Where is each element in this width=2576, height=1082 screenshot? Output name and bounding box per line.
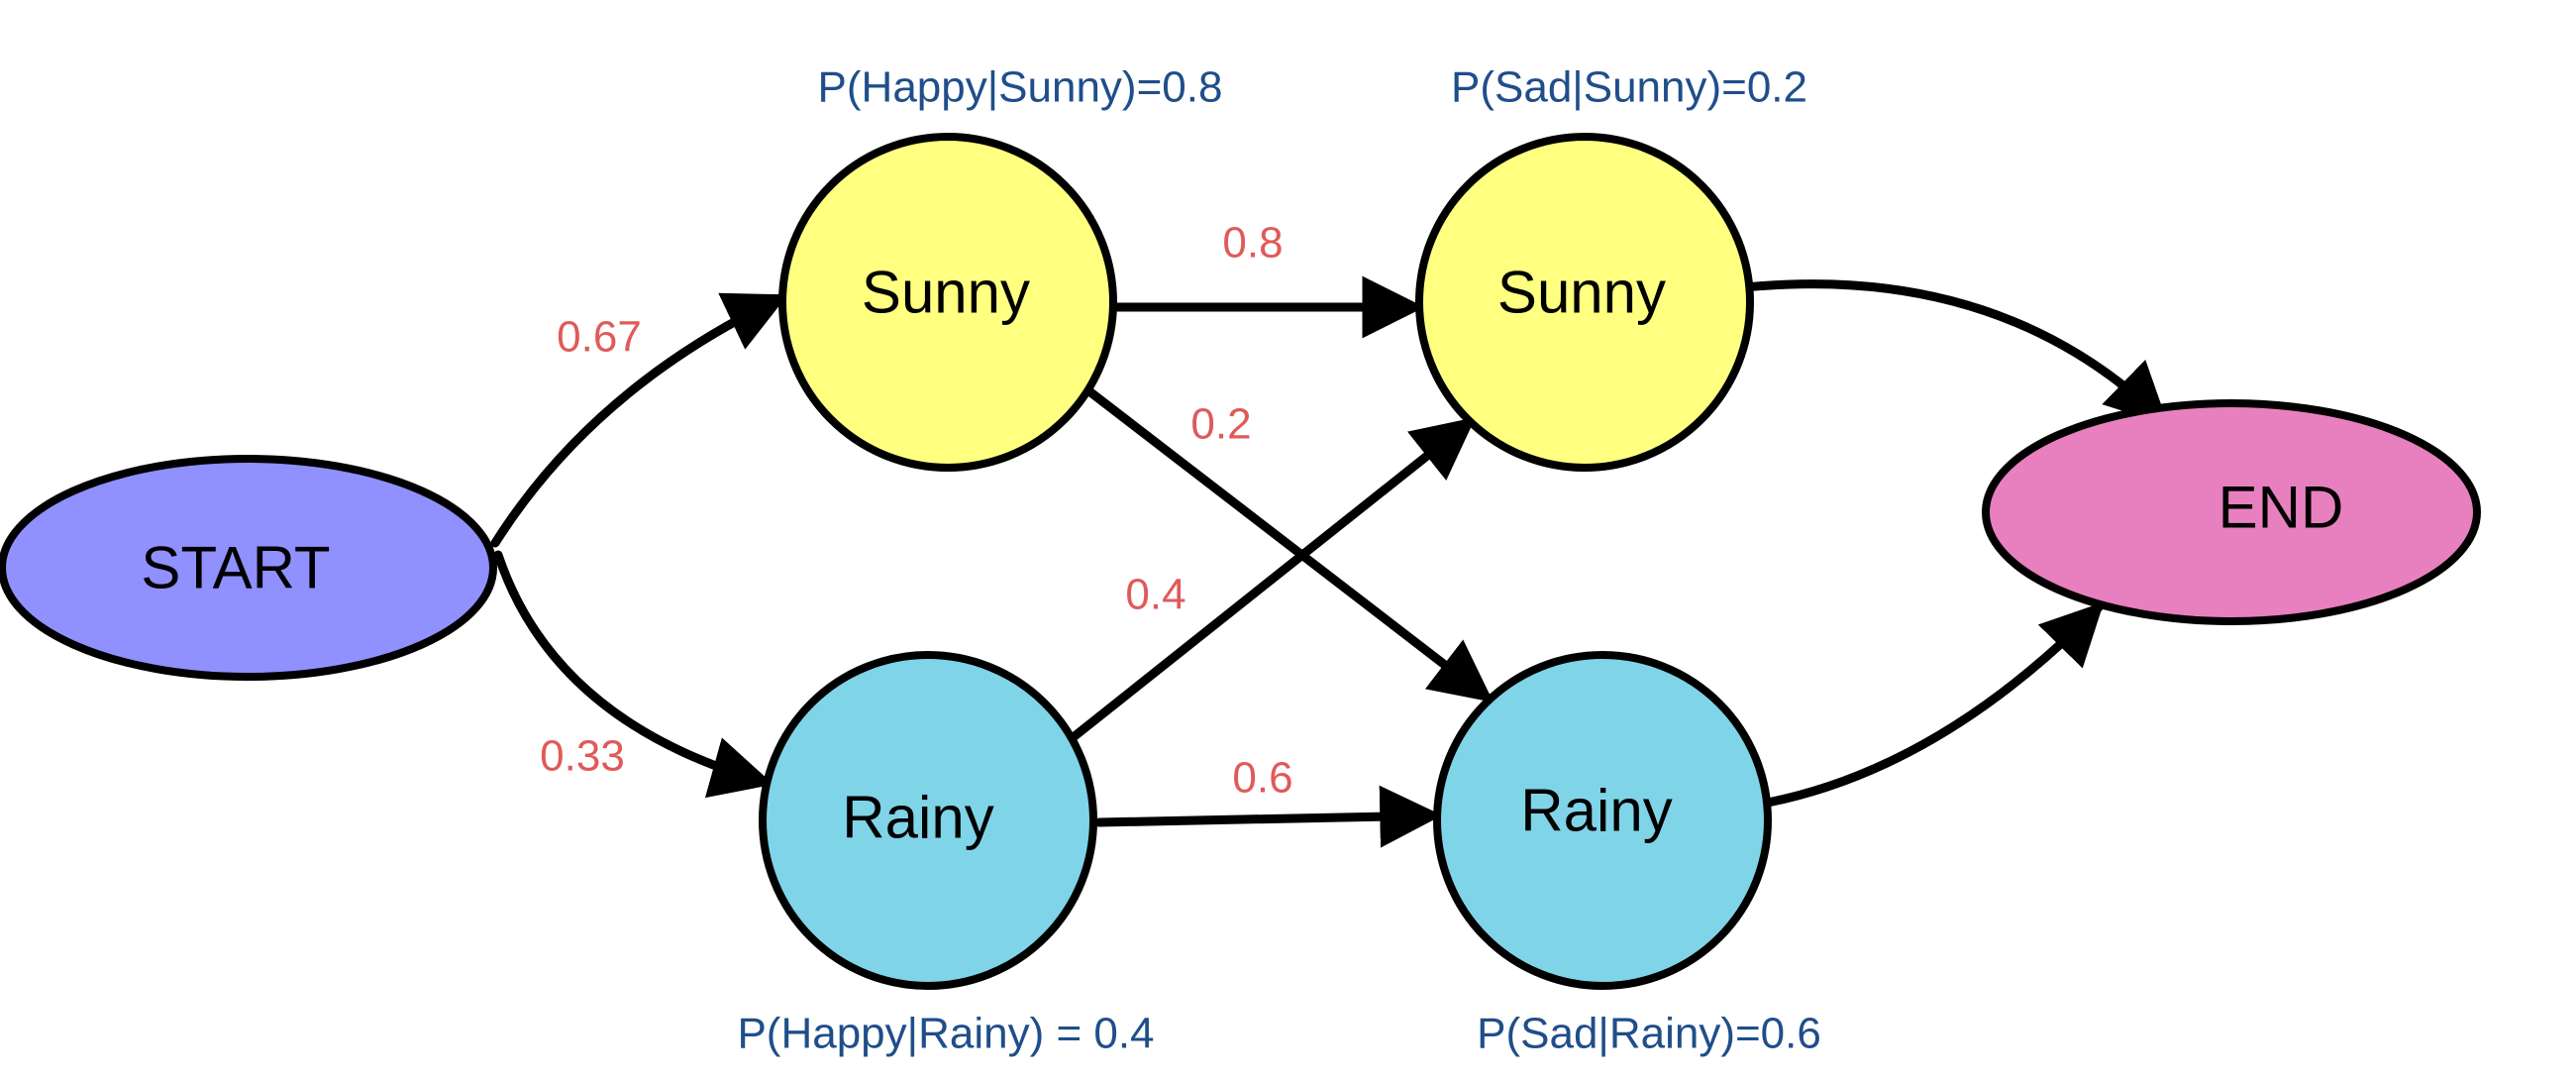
rainy1-node-label: Rainy [842, 785, 993, 851]
edge-start-sunny1 [490, 292, 788, 548]
rainy2-node-label: Rainy [1520, 778, 1672, 844]
sunny1-node [778, 133, 1117, 472]
start-node [0, 455, 497, 681]
edge-label-start-rainy1: 0.33 [540, 732, 625, 781]
emission-label-rainy1: P(Happy|Rainy) = 0.4 [737, 1010, 1154, 1058]
emission-label-sunny1: P(Happy|Sunny)=0.8 [818, 63, 1223, 112]
edge-start-rainy1 [493, 550, 774, 799]
edge-label-rainy1-sunny2: 0.4 [1125, 571, 1185, 619]
emission-labels: P(Happy|Sunny)=0.8 P(Sad|Sunny)=0.2 P(Ha… [737, 63, 1820, 1058]
edge-label-rainy1-rainy2: 0.6 [1232, 754, 1292, 803]
nodes: START Sunny Rainy Sunny Rainy END [0, 133, 2481, 990]
edge-sunny2-end [1740, 279, 2169, 426]
edge-label-sunny1-sunny2: 0.8 [1222, 219, 1283, 268]
rainy1-node [759, 651, 1097, 990]
sunny2-node [1415, 133, 1754, 472]
end-node-label: END [2218, 475, 2344, 541]
edge-label-start-sunny1: 0.67 [557, 313, 642, 362]
emission-label-rainy2: P(Sad|Rainy)=0.6 [1477, 1010, 1821, 1058]
edge-rainy1-rainy2 [1094, 785, 1443, 848]
start-node-label: START [141, 535, 330, 601]
edge-sunny1-rainy2 [1084, 386, 1494, 703]
edge-label-sunny1-rainy2: 0.2 [1190, 400, 1251, 449]
end-node [1982, 399, 2481, 625]
emission-label-sunny2: P(Sad|Sunny)=0.2 [1451, 63, 1807, 112]
edges [490, 275, 2169, 848]
sunny2-node-label: Sunny [1497, 260, 1666, 326]
rainy2-node [1433, 651, 1772, 990]
sunny1-node-label: Sunny [862, 260, 1030, 326]
edge-rainy1-sunny2 [1070, 416, 1476, 741]
edge-rainy2-end [1763, 601, 2105, 808]
transition-labels: 0.67 0.33 0.8 0.2 0.4 0.6 [540, 219, 1292, 803]
